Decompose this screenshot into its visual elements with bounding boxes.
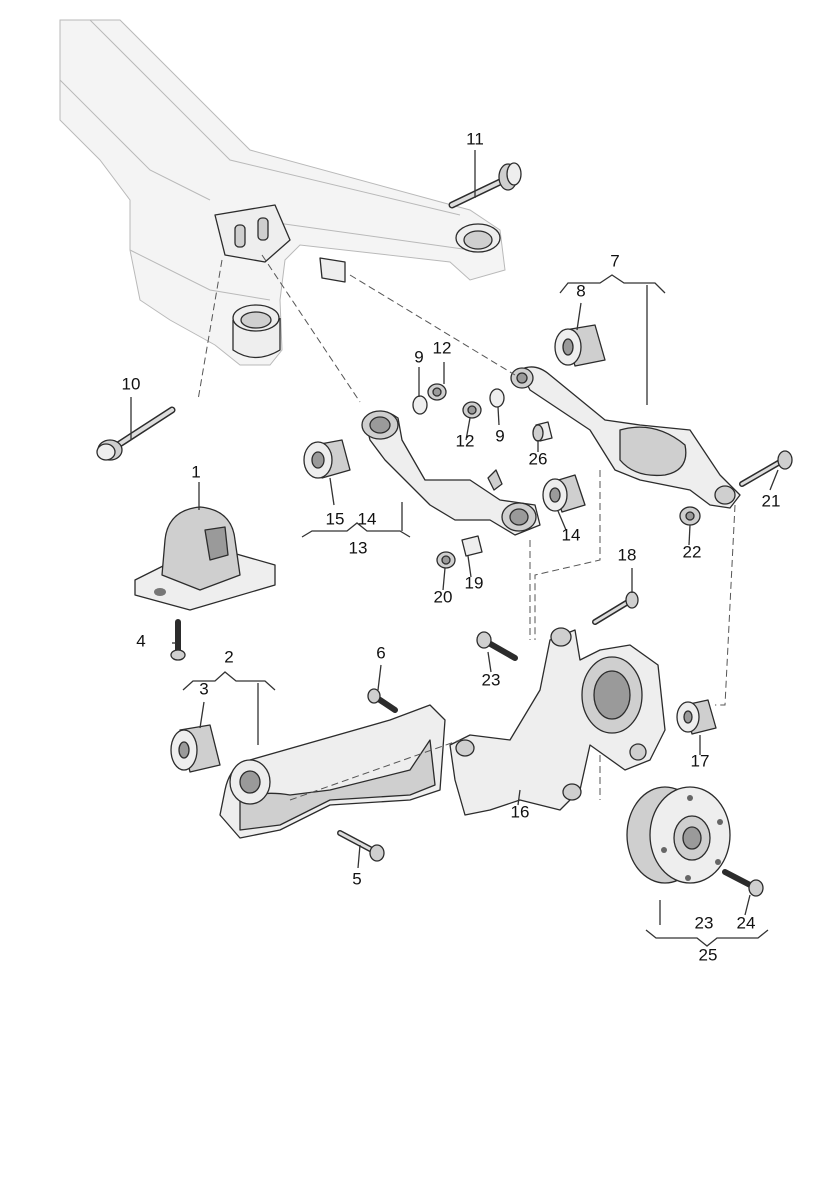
callout-18[interactable]: 18: [618, 545, 637, 564]
control-arm-bushing-14[interactable]: [542, 474, 586, 513]
nut-20[interactable]: [436, 551, 456, 569]
bolt-10[interactable]: [96, 406, 176, 461]
callout-labels: 1 2 3 4 5 6 7 8 9 9 10 11 12 12 13 14 14…: [122, 129, 781, 964]
wheel-bearing-housing[interactable]: [449, 627, 666, 816]
callout-12-lower[interactable]: 12: [456, 431, 475, 450]
bolt-6[interactable]: [367, 688, 398, 713]
callout-13[interactable]: 13: [349, 538, 368, 557]
trailing-arm[interactable]: [219, 704, 446, 839]
callout-22[interactable]: 22: [683, 542, 702, 561]
mounting-bracket[interactable]: [134, 506, 276, 611]
bolt-21[interactable]: [739, 450, 793, 487]
callout-3[interactable]: 3: [199, 679, 208, 698]
bolt-18[interactable]: [592, 591, 639, 625]
callout-15[interactable]: 15: [326, 509, 345, 528]
callout-14-left[interactable]: 14: [358, 509, 377, 528]
callout-16[interactable]: 16: [511, 802, 530, 821]
callout-9-lower[interactable]: 9: [495, 426, 504, 445]
callout-14-right[interactable]: 14: [562, 525, 581, 544]
wheel-hub[interactable]: [626, 786, 731, 884]
callout-10[interactable]: 10: [122, 374, 141, 393]
callout-4[interactable]: 4: [136, 631, 145, 650]
nut-22[interactable]: [679, 506, 701, 526]
callout-8[interactable]: 8: [576, 281, 585, 300]
hub-bushing-17[interactable]: [676, 699, 717, 735]
bolt-23-upper[interactable]: [476, 631, 518, 661]
callout-1[interactable]: 1: [191, 462, 200, 481]
control-arm-bushing-15[interactable]: [303, 439, 351, 479]
bolt-11[interactable]: [448, 162, 522, 209]
callout-19[interactable]: 19: [465, 573, 484, 592]
wishbone-bushing-8[interactable]: [554, 324, 606, 367]
callout-17[interactable]: 17: [691, 751, 710, 770]
callout-9-upper[interactable]: 9: [414, 347, 423, 366]
upper-control-arm[interactable]: [361, 410, 541, 536]
callout-20[interactable]: 20: [434, 587, 453, 606]
callout-25[interactable]: 25: [699, 945, 718, 964]
screw-4[interactable]: [170, 619, 186, 661]
callout-12-upper[interactable]: 12: [433, 338, 452, 357]
leader-lines: [130, 150, 779, 925]
washer-9-upper[interactable]: [412, 395, 428, 415]
nut-12-upper[interactable]: [427, 383, 447, 401]
washer-9-lower[interactable]: [489, 388, 505, 408]
bolt-5[interactable]: [337, 830, 385, 862]
callout-6[interactable]: 6: [376, 643, 385, 662]
bushing-26[interactable]: [532, 421, 553, 442]
bracket-19[interactable]: [461, 535, 483, 557]
callout-2[interactable]: 2: [224, 647, 233, 666]
callout-24[interactable]: 24: [737, 913, 756, 932]
lower-wishbone[interactable]: [510, 366, 741, 509]
trailing-arm-bushing[interactable]: [170, 724, 221, 773]
callout-23-hub[interactable]: 23: [695, 913, 714, 932]
callout-11[interactable]: 11: [466, 129, 484, 148]
bolt-24[interactable]: [722, 869, 764, 897]
subframe[interactable]: [59, 19, 506, 366]
assembly-lines: [197, 254, 736, 801]
callout-26[interactable]: 26: [529, 449, 548, 468]
nut-12-lower[interactable]: [462, 401, 482, 419]
callout-7[interactable]: 7: [610, 251, 619, 270]
group-brackets: [182, 274, 769, 947]
callout-5[interactable]: 5: [352, 869, 361, 888]
callout-23-upper[interactable]: 23: [482, 670, 501, 689]
callout-21[interactable]: 21: [762, 491, 781, 510]
